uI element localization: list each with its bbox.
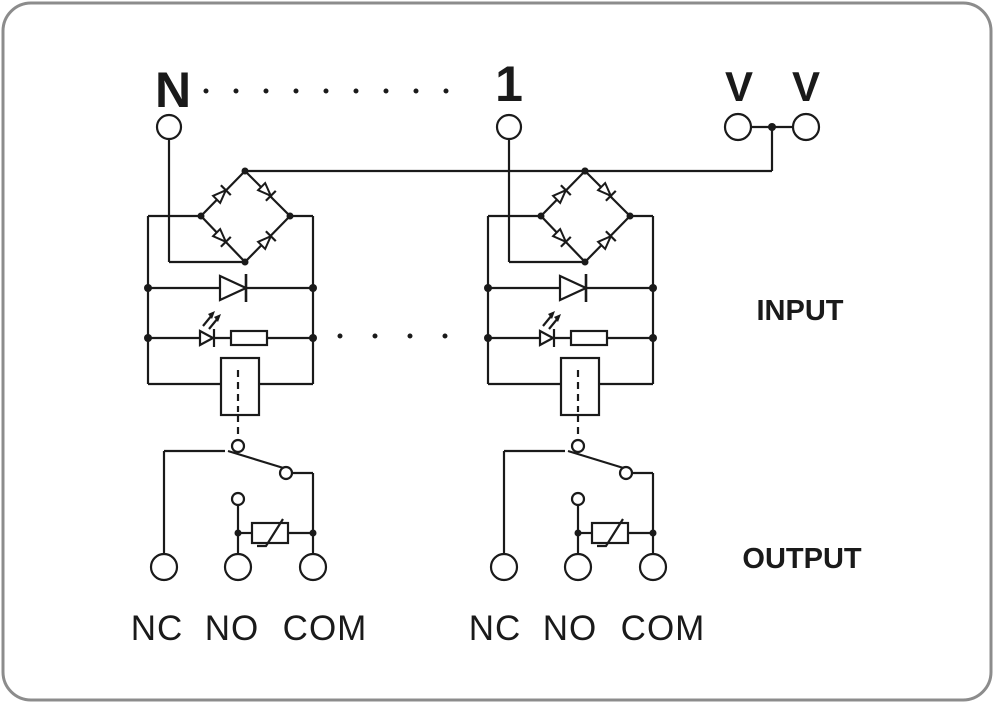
terminal-label-com: COM: [621, 609, 706, 648]
terminal-label-nc: NC: [131, 609, 184, 648]
supply-left-label: V: [725, 63, 753, 110]
output-section-label: OUTPUT: [742, 543, 862, 575]
terminal-label-no: NO: [205, 609, 260, 648]
supply-terminals: [723, 112, 821, 171]
supply-terminal-right: [791, 112, 821, 142]
input-section-label: INPUT: [757, 295, 844, 327]
supply-terminal-left: [723, 112, 753, 142]
channel-n-label: N: [155, 62, 191, 118]
channel-1-label: 1: [495, 56, 523, 112]
supply-right-label: V: [792, 63, 820, 110]
terminal-label-no: NO: [543, 609, 598, 648]
terminal-label-nc: NC: [469, 609, 522, 648]
terminal-label-com: COM: [283, 609, 368, 648]
